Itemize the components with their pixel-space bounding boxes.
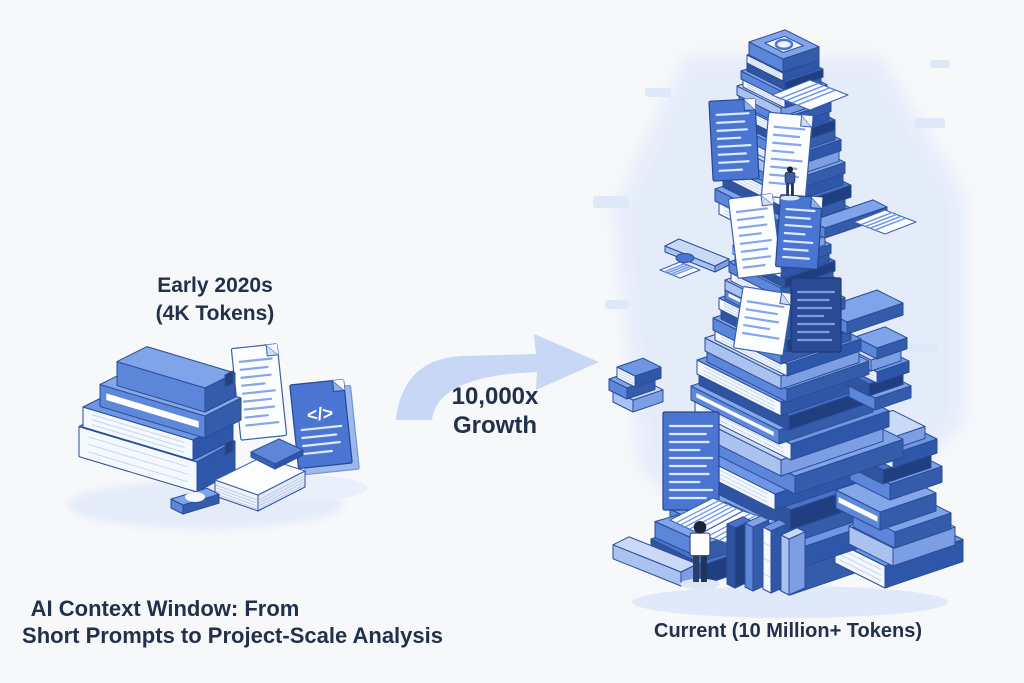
era-label-line2: (4K Tokens) (155, 302, 275, 325)
token-tower-illustration (593, 29, 965, 618)
token-tower-group (593, 29, 965, 618)
growth-label-line2: Growth (453, 412, 537, 439)
growth-arrow (396, 334, 599, 420)
growth-label: 10,000x Growth (397, 382, 593, 440)
person-observer (680, 520, 720, 590)
code-glyph: </> (306, 403, 334, 426)
growth-arrow-shape (396, 334, 599, 420)
person-climber (780, 166, 800, 201)
diagram-title: AI Context Window: From Short Prompts to… (0, 595, 465, 649)
era-label-early: Early 2020s (4K Tokens) (95, 272, 335, 328)
diagram-title-line2: Short Prompts to Project-Scale Analysis (22, 623, 443, 648)
era-label-current: Current (10 Million+ Tokens) (654, 620, 922, 642)
era-label-line1: Early 2020s (157, 274, 273, 297)
growth-label-line1: 10,000x (451, 383, 539, 410)
early-books-group: </> (67, 343, 367, 529)
diagram-title-line1: AI Context Window: From (30, 596, 300, 621)
early-books-illustration: </> (67, 343, 367, 529)
